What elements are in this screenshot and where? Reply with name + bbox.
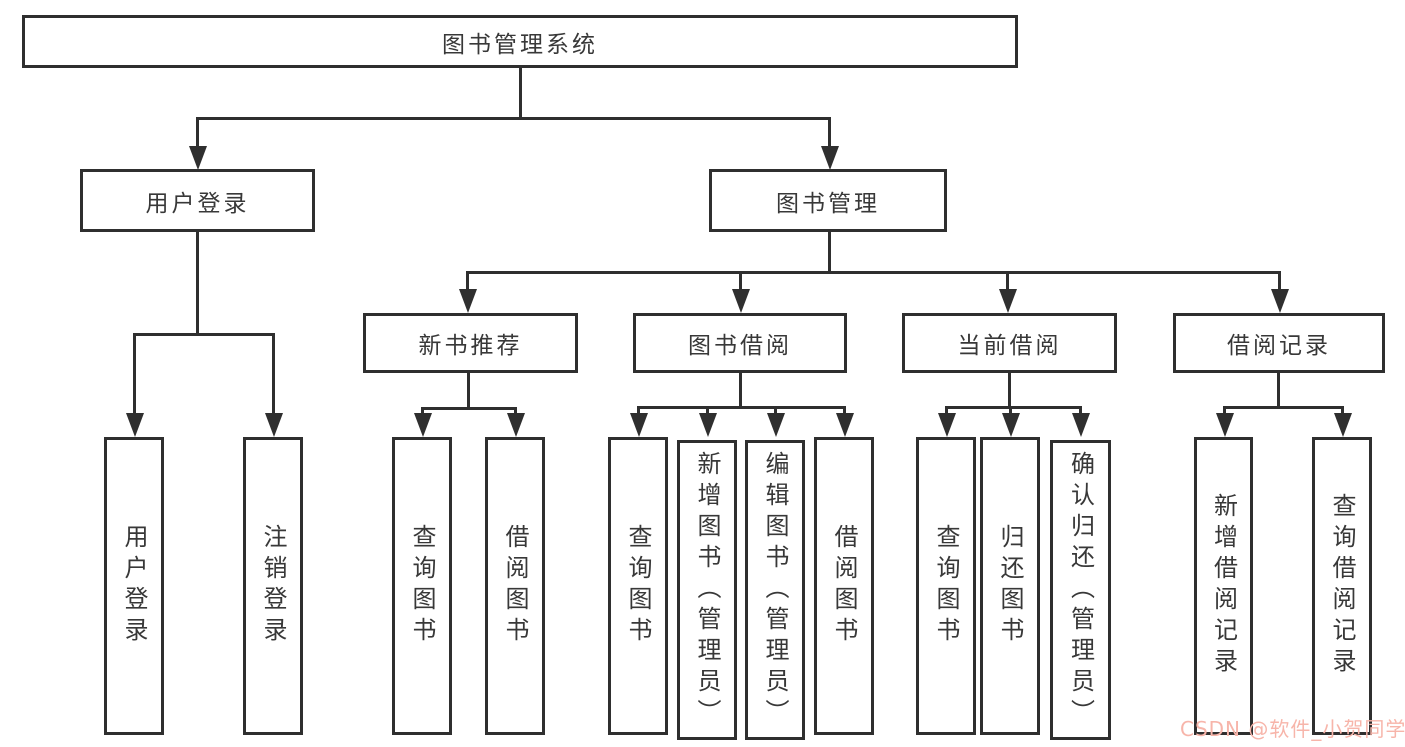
node-user-login: 用户登录 [80, 169, 315, 232]
node-label: 图书借阅 [688, 333, 792, 359]
connector-bar [466, 271, 1281, 274]
connector-arrow-down [421, 407, 424, 413]
leaf-bb-query-books: 查询图书 [608, 437, 668, 735]
connector-arrow-down [774, 406, 777, 413]
node-label: 当前借阅 [957, 333, 1062, 359]
connector-arrow-down [843, 406, 846, 413]
connector-arrow-down [514, 407, 517, 413]
node-label: 用户登录 [145, 190, 250, 217]
leaf-label: 借阅图书 [830, 524, 858, 648]
leaf-label: 编辑图书（管理员） [761, 450, 789, 730]
leaf-br-query-record: 查询借阅记录 [1312, 437, 1372, 735]
connector-arrow-down [1341, 406, 1344, 413]
connector-arrow-down [272, 333, 275, 413]
connector-bar [421, 407, 517, 410]
leaf-bb-borrow-books: 借阅图书 [814, 437, 874, 735]
connector-stem [1008, 372, 1011, 409]
leaf-cb-query-books: 查询图书 [916, 437, 976, 735]
leaf-label: 新增图书（管理员） [693, 450, 721, 730]
connector-arrow-down [1278, 271, 1281, 289]
leaf-label: 查询借阅记录 [1328, 493, 1356, 679]
node-label: 新书推荐 [418, 333, 523, 359]
leaf-user-login: 用户登录 [104, 437, 164, 735]
node-root-system: 图书管理系统 [22, 15, 1018, 68]
leaf-label: 新增借阅记录 [1209, 493, 1238, 679]
connector-arrow-down [1223, 406, 1226, 413]
leaf-label: 归还图书 [996, 524, 1024, 648]
connector-arrow-down [466, 271, 469, 289]
connector-stem [828, 232, 831, 274]
connector-arrow-down [706, 406, 709, 413]
leaf-label: 查询图书 [624, 524, 652, 648]
connector-bar [196, 117, 831, 120]
connector-arrow-down [1009, 406, 1012, 413]
connector-bar [133, 333, 275, 336]
leaf-label: 用户登录 [120, 524, 148, 648]
leaf-label: 查询图书 [932, 524, 960, 648]
connector-arrow-down [739, 271, 742, 289]
node-label: 借阅记录 [1227, 333, 1331, 359]
connector-stem [519, 68, 522, 120]
leaf-bb-add-books-admin: 新增图书（管理员） [677, 440, 737, 740]
connector-arrow-down [1006, 271, 1009, 289]
leaf-nbr-query-books: 查询图书 [392, 437, 452, 735]
connector-bar [1223, 406, 1344, 409]
connector-stem [1277, 372, 1280, 409]
node-book-mgmt: 图书管理 [709, 169, 947, 232]
connector-stem [739, 372, 742, 409]
leaf-label: 查询图书 [408, 524, 436, 648]
connector-bar [945, 406, 1082, 409]
leaf-label: 借阅图书 [501, 524, 529, 648]
node-new-book-recommend: 新书推荐 [363, 313, 578, 373]
connector-arrow-down [945, 406, 948, 413]
node-borrow-records: 借阅记录 [1173, 313, 1385, 373]
leaf-label: 注销登录 [259, 524, 287, 648]
connector-arrow-down [196, 117, 199, 146]
connector-arrow-down [133, 333, 136, 413]
connector-stem [467, 372, 470, 410]
leaf-bb-edit-books-admin: 编辑图书（管理员） [745, 440, 805, 740]
leaf-label: 确认归还（管理员） [1066, 450, 1095, 730]
leaf-logout: 注销登录 [243, 437, 303, 735]
connector-stem [196, 232, 199, 336]
connector-arrow-down [828, 117, 831, 146]
node-label: 图书管理系统 [442, 31, 598, 58]
node-current-borrow: 当前借阅 [902, 313, 1117, 373]
leaf-cb-return-books: 归还图书 [980, 437, 1040, 735]
node-label: 图书管理 [776, 190, 880, 217]
connector-bar [637, 406, 846, 409]
leaf-br-add-record: 新增借阅记录 [1194, 437, 1253, 735]
leaf-cb-confirm-return-admin: 确认归还（管理员） [1050, 440, 1111, 740]
leaf-nbr-borrow-books: 借阅图书 [485, 437, 545, 735]
csdn-watermark: CSDN @软件_小贺同学 [1180, 717, 1405, 741]
node-book-borrow: 图书借阅 [633, 313, 847, 373]
connector-arrow-down [637, 406, 640, 413]
connector-arrow-down [1079, 406, 1082, 413]
